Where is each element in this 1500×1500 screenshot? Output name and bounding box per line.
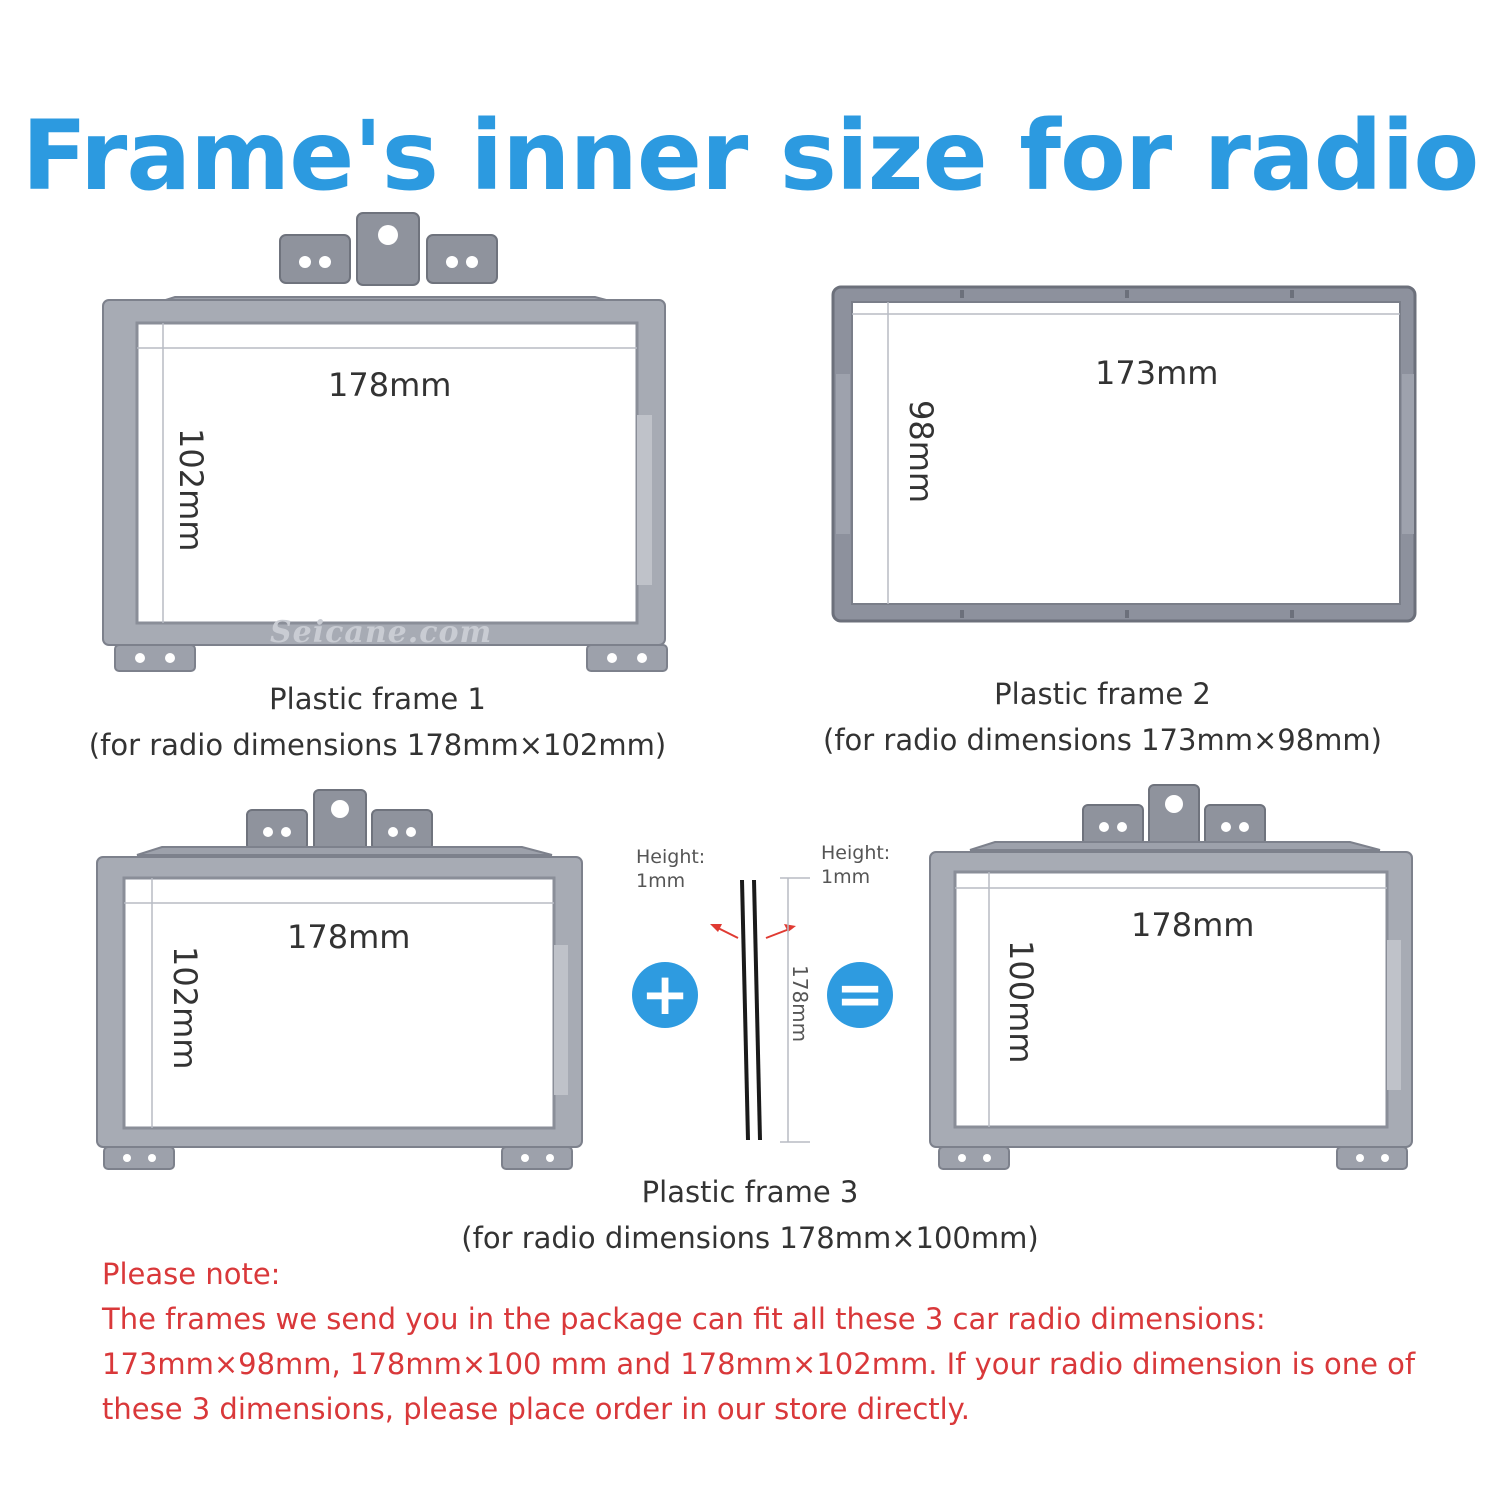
frame-1-image bbox=[102, 212, 668, 672]
frame-3-caption-title: Plastic frame 3 bbox=[641, 1175, 859, 1209]
strip-height-right-label: Height: 1mm bbox=[821, 842, 891, 888]
strip-height-left-label: Height: 1mm bbox=[636, 846, 706, 892]
spacer-strip-image bbox=[710, 877, 810, 1143]
frame-3-right-tabs bbox=[1082, 784, 1266, 848]
frame-2-caption-dimensions: (for radio dimensions 173mm×98mm) bbox=[823, 723, 1382, 757]
frame-2-caption-title: Plastic frame 2 bbox=[994, 677, 1211, 711]
note-block: Please note: The frames we send you in t… bbox=[102, 1252, 1462, 1432]
frame-2-height-label: 98mm bbox=[902, 400, 940, 504]
frame-3-left-image bbox=[96, 789, 583, 1170]
frame-1-tabs bbox=[279, 212, 498, 286]
frame-3-right-height-label: 100mm bbox=[1002, 940, 1040, 1064]
frame-3-left-height-label: 102mm bbox=[166, 946, 204, 1070]
note-line-2: 173mm×98mm, 178mm×100 mm and 178mm×102mm… bbox=[102, 1347, 1416, 1381]
frame-3-left-width-label: 178mm bbox=[287, 918, 411, 956]
frame-2-width-label: 173mm bbox=[1095, 354, 1219, 392]
frame-1-height-label: 102mm bbox=[172, 428, 210, 552]
frame-3-caption-dimensions: (for radio dimensions 178mm×100mm) bbox=[461, 1221, 1039, 1255]
frame-1-caption-title: Plastic frame 1 bbox=[269, 682, 486, 716]
note-line-3: these 3 dimensions, please place order i… bbox=[102, 1392, 970, 1426]
frame-1-caption-dimensions: (for radio dimensions 178mm×102mm) bbox=[88, 728, 667, 762]
plus-icon: + bbox=[632, 962, 698, 1028]
frame-1-width-label: 178mm bbox=[328, 366, 452, 404]
frame-3-left-tabs bbox=[246, 789, 433, 853]
watermark: Seicane.com bbox=[270, 615, 493, 650]
frame-3-right-image bbox=[929, 784, 1413, 1170]
strip-length-label: 178mm bbox=[788, 965, 812, 1043]
page-title: Frame's inner size for radio bbox=[21, 100, 1480, 212]
frame-3-right-width-label: 178mm bbox=[1131, 906, 1255, 944]
frame-2-image bbox=[831, 285, 1417, 623]
note-heading: Please note: bbox=[102, 1257, 281, 1291]
note-line-1: The frames we send you in the package ca… bbox=[102, 1302, 1266, 1336]
equals-icon: = bbox=[827, 962, 893, 1028]
